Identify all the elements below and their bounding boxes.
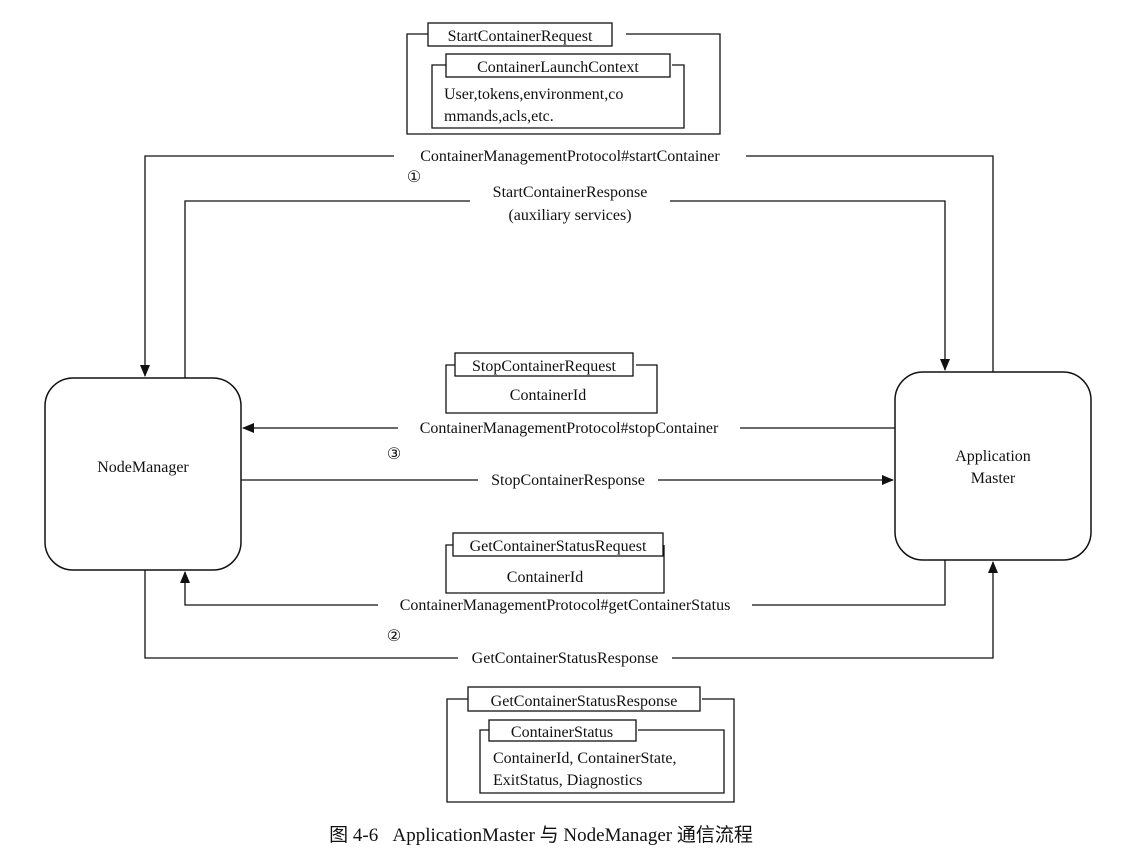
get-status-response-arrow: GetContainerStatusResponse bbox=[144, 561, 998, 668]
start-container-request-box: StartContainerRequest ContainerLaunchCon… bbox=[406, 22, 721, 135]
application-master-label-line1: Application bbox=[955, 448, 1031, 465]
container-launch-context-title: ContainerLaunchContext bbox=[477, 59, 639, 76]
start-response-line1: StartContainerResponse bbox=[493, 184, 648, 201]
container-status-line2: ExitStatus, Diagnostics bbox=[493, 772, 642, 789]
node-manager-label: NodeManager bbox=[97, 459, 189, 476]
status-request-title: GetContainerStatusRequest bbox=[470, 538, 647, 555]
step-3-marker: ③ bbox=[387, 446, 401, 463]
status-request-body: ContainerId bbox=[507, 569, 583, 586]
get-status-call-arrow: ContainerManagementProtocol#getContainer… bbox=[180, 560, 946, 645]
container-status-title: ContainerStatus bbox=[511, 724, 613, 741]
stop-response-label: StopContainerResponse bbox=[491, 472, 645, 489]
figure-caption: 图 4-6 ApplicationMaster 与 NodeManager 通信… bbox=[329, 824, 753, 846]
stop-request-body: ContainerId bbox=[510, 387, 586, 404]
application-master-label-line2: Master bbox=[971, 470, 1016, 487]
application-master-node: Application Master bbox=[894, 371, 1092, 561]
launch-context-line1: User,tokens,environment,co bbox=[444, 86, 623, 103]
stop-container-response-arrow: StopContainerResponse bbox=[241, 470, 894, 490]
step-2-marker: ② bbox=[387, 628, 401, 645]
status-response-title: GetContainerStatusResponse bbox=[491, 693, 678, 710]
launch-context-line2: mmands,acls,etc. bbox=[444, 108, 554, 125]
container-status-line1: ContainerId, ContainerState, bbox=[493, 750, 677, 767]
start-request-title: StartContainerRequest bbox=[448, 28, 593, 45]
get-status-response-label: GetContainerStatusResponse bbox=[472, 650, 659, 667]
start-response-line2: (auxiliary services) bbox=[508, 207, 631, 224]
stop-container-call-arrow: ContainerManagementProtocol#stopContaine… bbox=[242, 418, 895, 463]
stop-container-call-label: ContainerManagementProtocol#stopContaine… bbox=[420, 420, 719, 437]
get-status-request-box: GetContainerStatusRequest ContainerId bbox=[445, 532, 665, 594]
start-container-response-arrow: StartContainerResponse (auxiliary servic… bbox=[184, 181, 950, 378]
start-container-call-arrow: ContainerManagementProtocol#startContain… bbox=[140, 146, 994, 377]
step-1-marker: ① bbox=[407, 169, 421, 186]
stop-request-title: StopContainerRequest bbox=[472, 358, 617, 375]
get-status-response-box: GetContainerStatusResponse ContainerStat… bbox=[446, 686, 735, 803]
get-status-call-label: ContainerManagementProtocol#getContainer… bbox=[400, 597, 731, 614]
node-manager-node: NodeManager bbox=[44, 377, 242, 571]
stop-container-request-box: StopContainerRequest ContainerId bbox=[445, 352, 658, 414]
start-container-call-label: ContainerManagementProtocol#startContain… bbox=[420, 148, 720, 165]
